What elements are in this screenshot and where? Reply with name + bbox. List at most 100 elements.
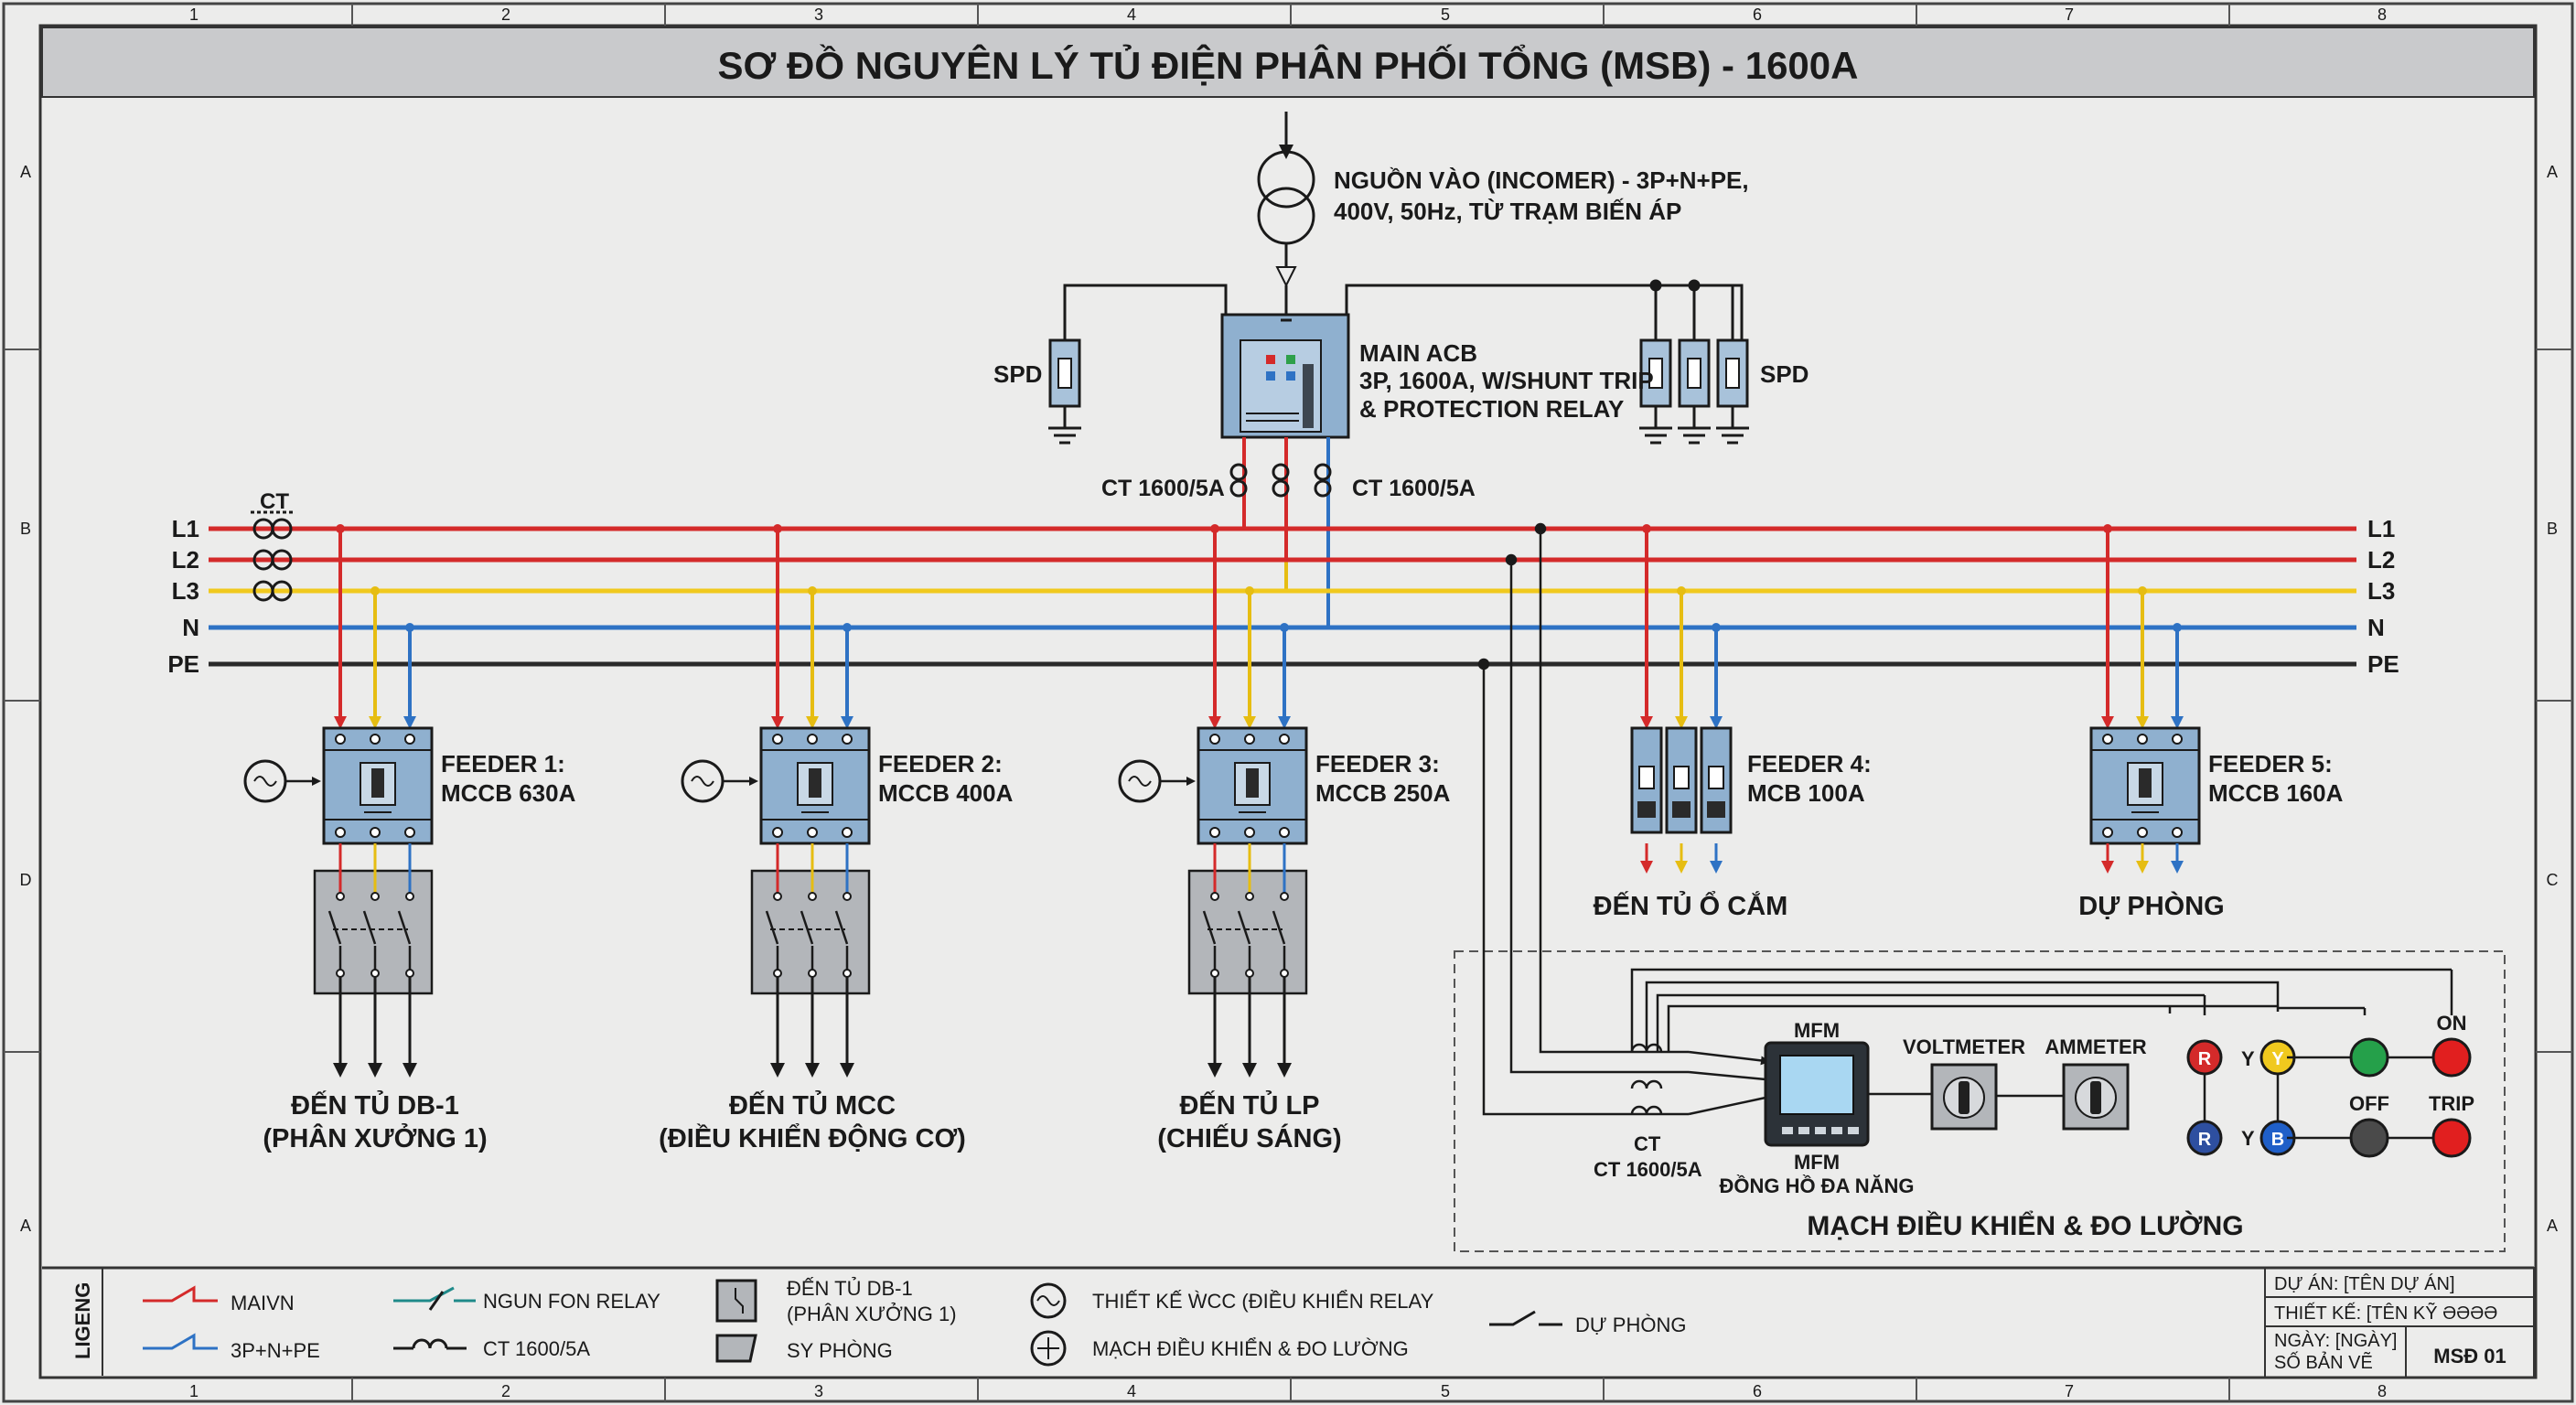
mfm-meter [1764,1041,1870,1147]
busbar-label-left: L2 [172,546,199,574]
legend-item-7: SY PHÒNG [787,1339,893,1362]
spd-right [1639,285,1749,445]
terminal [772,734,783,745]
main-ct-coils [1229,463,1332,498]
terminal [404,734,415,745]
grid-col-top: 8 [2377,5,2387,24]
isolator-terminal [370,892,380,901]
feeder-destination-note: (CHIẾU SÁNG) [1157,1122,1341,1153]
title-block-sheet-label: SỐ BẢN VẼ [2274,1351,2373,1373]
lamp-y-label-2: Y [2241,1127,2255,1150]
lamp-letter: R [2198,1130,2212,1150]
lamp-letter: Y [2271,1049,2284,1069]
spd-left [1048,338,1081,445]
spd-wiring [1063,279,1744,340]
terminal [842,734,853,745]
grid-row-left: A [20,163,31,181]
mfm-bottom-label: MFM [1794,1151,1840,1174]
isolator-terminal [843,969,852,978]
isolator-blade [1202,910,1217,945]
isolator-blade [765,910,779,945]
mccb-handle [809,768,821,798]
tap-dot [336,524,345,533]
grid-col-top: 7 [2065,5,2074,24]
legend-title: LIGENG [71,1282,94,1359]
tap-dot [2138,586,2147,595]
feeder-rating: MCCB 250A [1315,779,1451,807]
off-label: OFF [2349,1092,2389,1115]
control-ct: CT CT 1600/5A [1594,1132,1702,1181]
legend-item-1: MAIVN [231,1292,295,1314]
isolator-blade [1272,910,1286,945]
control-box [1454,950,2506,1252]
spd-left-label: SPD [993,360,1042,388]
isolator-blade [327,910,342,945]
control-title: MẠCH ĐIỀU KHIỂN & ĐO LƯỜNG [1807,1210,2243,1241]
grid-row-right: A [2547,163,2558,181]
tap-dot [1642,524,1651,533]
feeder-destination-note: (PHÂN XƯỞNG 1) [263,1122,487,1153]
main-ct-right-label: CT 1600/5A [1352,476,1476,501]
mcb-toggle [1672,801,1690,818]
title-block-designer: THIẾT KẾ: [TÊN KỸ ƏƏƏƏ [2274,1302,2497,1324]
control-ct-label-1: CT [1634,1132,1661,1155]
mccb-body [759,726,871,845]
terminal [335,827,346,838]
busbar-label-right: PE [2367,650,2399,678]
isolator-terminal [1245,892,1254,901]
spd-window [1725,358,1740,389]
mcb-window [1638,766,1655,789]
title-block-sheet-no: MSĐ 01 [2433,1345,2506,1367]
main-acb-label-1: MAIN ACB [1359,339,1477,367]
isolator-terminal [370,969,380,978]
tap-dot [2173,623,2182,632]
isolator-terminal [1280,892,1289,901]
terminal [1209,827,1220,838]
main-ct-left-label: CT 1600/5A [1101,476,1225,501]
on-lamp [2287,1037,2472,1158]
on-label: ON [2437,1012,2467,1035]
isolator-blade [1237,910,1251,945]
mfm-desc: ĐỒNG HỒ ĐA NĂNG [1719,1174,1914,1197]
ammeter-switch [2062,1063,2130,1131]
grid-col-bottom: 3 [814,1382,823,1400]
isolator-blade [800,910,814,945]
grid-col-bottom: 7 [2065,1382,2074,1400]
isolator-terminal [808,892,817,901]
tap-dot [370,586,380,595]
busbar-label-left: N [182,614,199,641]
isolator-terminal [336,892,345,901]
feeder-label: FEEDER 1: [441,750,565,778]
isolator-terminal [405,892,414,901]
legend-item-6: (PHÂN XƯỞNG 1) [787,1303,957,1325]
terminal [772,827,783,838]
terminal [404,827,415,838]
busbar-label-left: PE [167,650,199,678]
tap-dot [405,623,414,632]
feeder-rating: MCCB 630A [441,779,576,807]
feeder-destination-note: (ĐIỀU KHIỂN ĐỘNG CƠ) [659,1122,966,1153]
main-acb-label-3: & PROTECTION RELAY [1359,395,1624,423]
grid-col-top: 1 [189,5,199,24]
mccb-body [1197,726,1308,845]
legend-item-4: CT 1600/5A [483,1337,590,1360]
terminal [2137,734,2148,745]
legend-item-5: ĐẾN TỦ DB-1 [787,1277,913,1300]
feeder-rating: MCCB 160A [2208,779,2344,807]
grid-row-left: A [20,1217,31,1235]
mfm-top-label: MFM [1794,1019,1840,1042]
legend-item-10: DỰ PHÒNG [1575,1314,1686,1336]
mccb-handle [2139,768,2152,798]
isolator-blade [397,910,412,945]
grid-ticks [4,4,2572,1401]
grid-col-bottom: 6 [1753,1382,1762,1400]
isolator-terminal [336,969,345,978]
busbar-label-right: L3 [2367,577,2395,605]
terminal [335,734,346,745]
grid-row-right: A [2547,1217,2558,1235]
spd-window [1648,358,1663,389]
isolator-terminal [1280,969,1289,978]
